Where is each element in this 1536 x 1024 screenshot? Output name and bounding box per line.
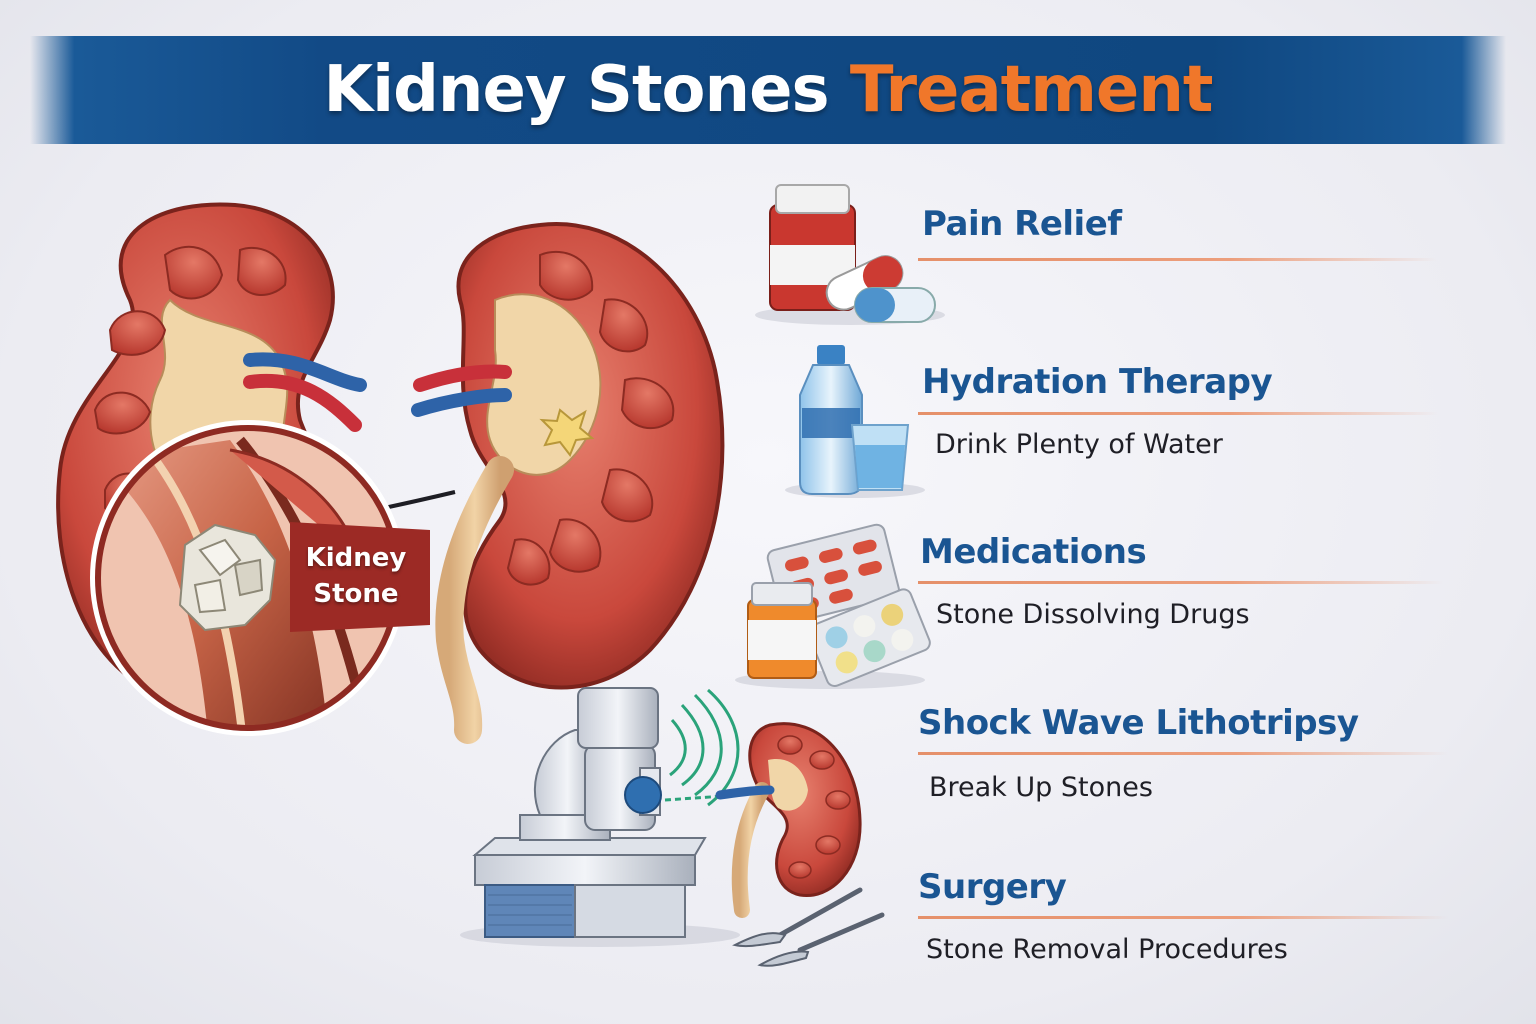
title-accent: Treatment: [849, 53, 1214, 127]
divider: [918, 412, 1438, 415]
title-main: Kidney Stones: [323, 53, 830, 127]
page-title: Kidney Stones Treatment: [323, 53, 1214, 127]
divider: [918, 752, 1448, 755]
treatment-subtitle-medications: Stone Dissolving Drugs: [936, 599, 1250, 630]
divider: [918, 916, 1448, 919]
title-banner: Kidney Stones Treatment: [30, 36, 1506, 144]
divider: [918, 258, 1438, 261]
right-kidney: [411, 222, 725, 744]
lithotripsy-machine-icon: [460, 687, 741, 947]
water-bottle-icon: [785, 345, 925, 498]
kidney-stone: [178, 523, 277, 632]
treatment-title-hydration: Hydration Therapy: [922, 362, 1273, 402]
treatment-subtitle-lithotripsy: Break Up Stones: [929, 772, 1153, 803]
kidney-stone-label-line2: Stone: [313, 579, 399, 609]
treatment-title-lithotripsy: Shock Wave Lithotripsy: [918, 703, 1359, 743]
treatment-subtitle-surgery: Stone Removal Procedures: [926, 934, 1288, 965]
surgical-tools-icon: [732, 887, 885, 967]
pill-bottle-icon: [755, 184, 945, 325]
kidney-stone-label: Kidney Stone: [296, 540, 416, 612]
small-kidney: [715, 722, 862, 918]
divider: [918, 581, 1443, 584]
treatment-subtitle-hydration: Drink Plenty of Water: [935, 429, 1223, 460]
stone-label-tag: [290, 522, 430, 632]
kidney-stone-label-line1: Kidney: [305, 543, 407, 573]
treatment-title-surgery: Surgery: [918, 867, 1067, 907]
treatment-title-pain-relief: Pain Relief: [922, 204, 1122, 244]
medication-blister-icon: [735, 523, 931, 689]
treatment-title-medications: Medications: [920, 532, 1147, 572]
